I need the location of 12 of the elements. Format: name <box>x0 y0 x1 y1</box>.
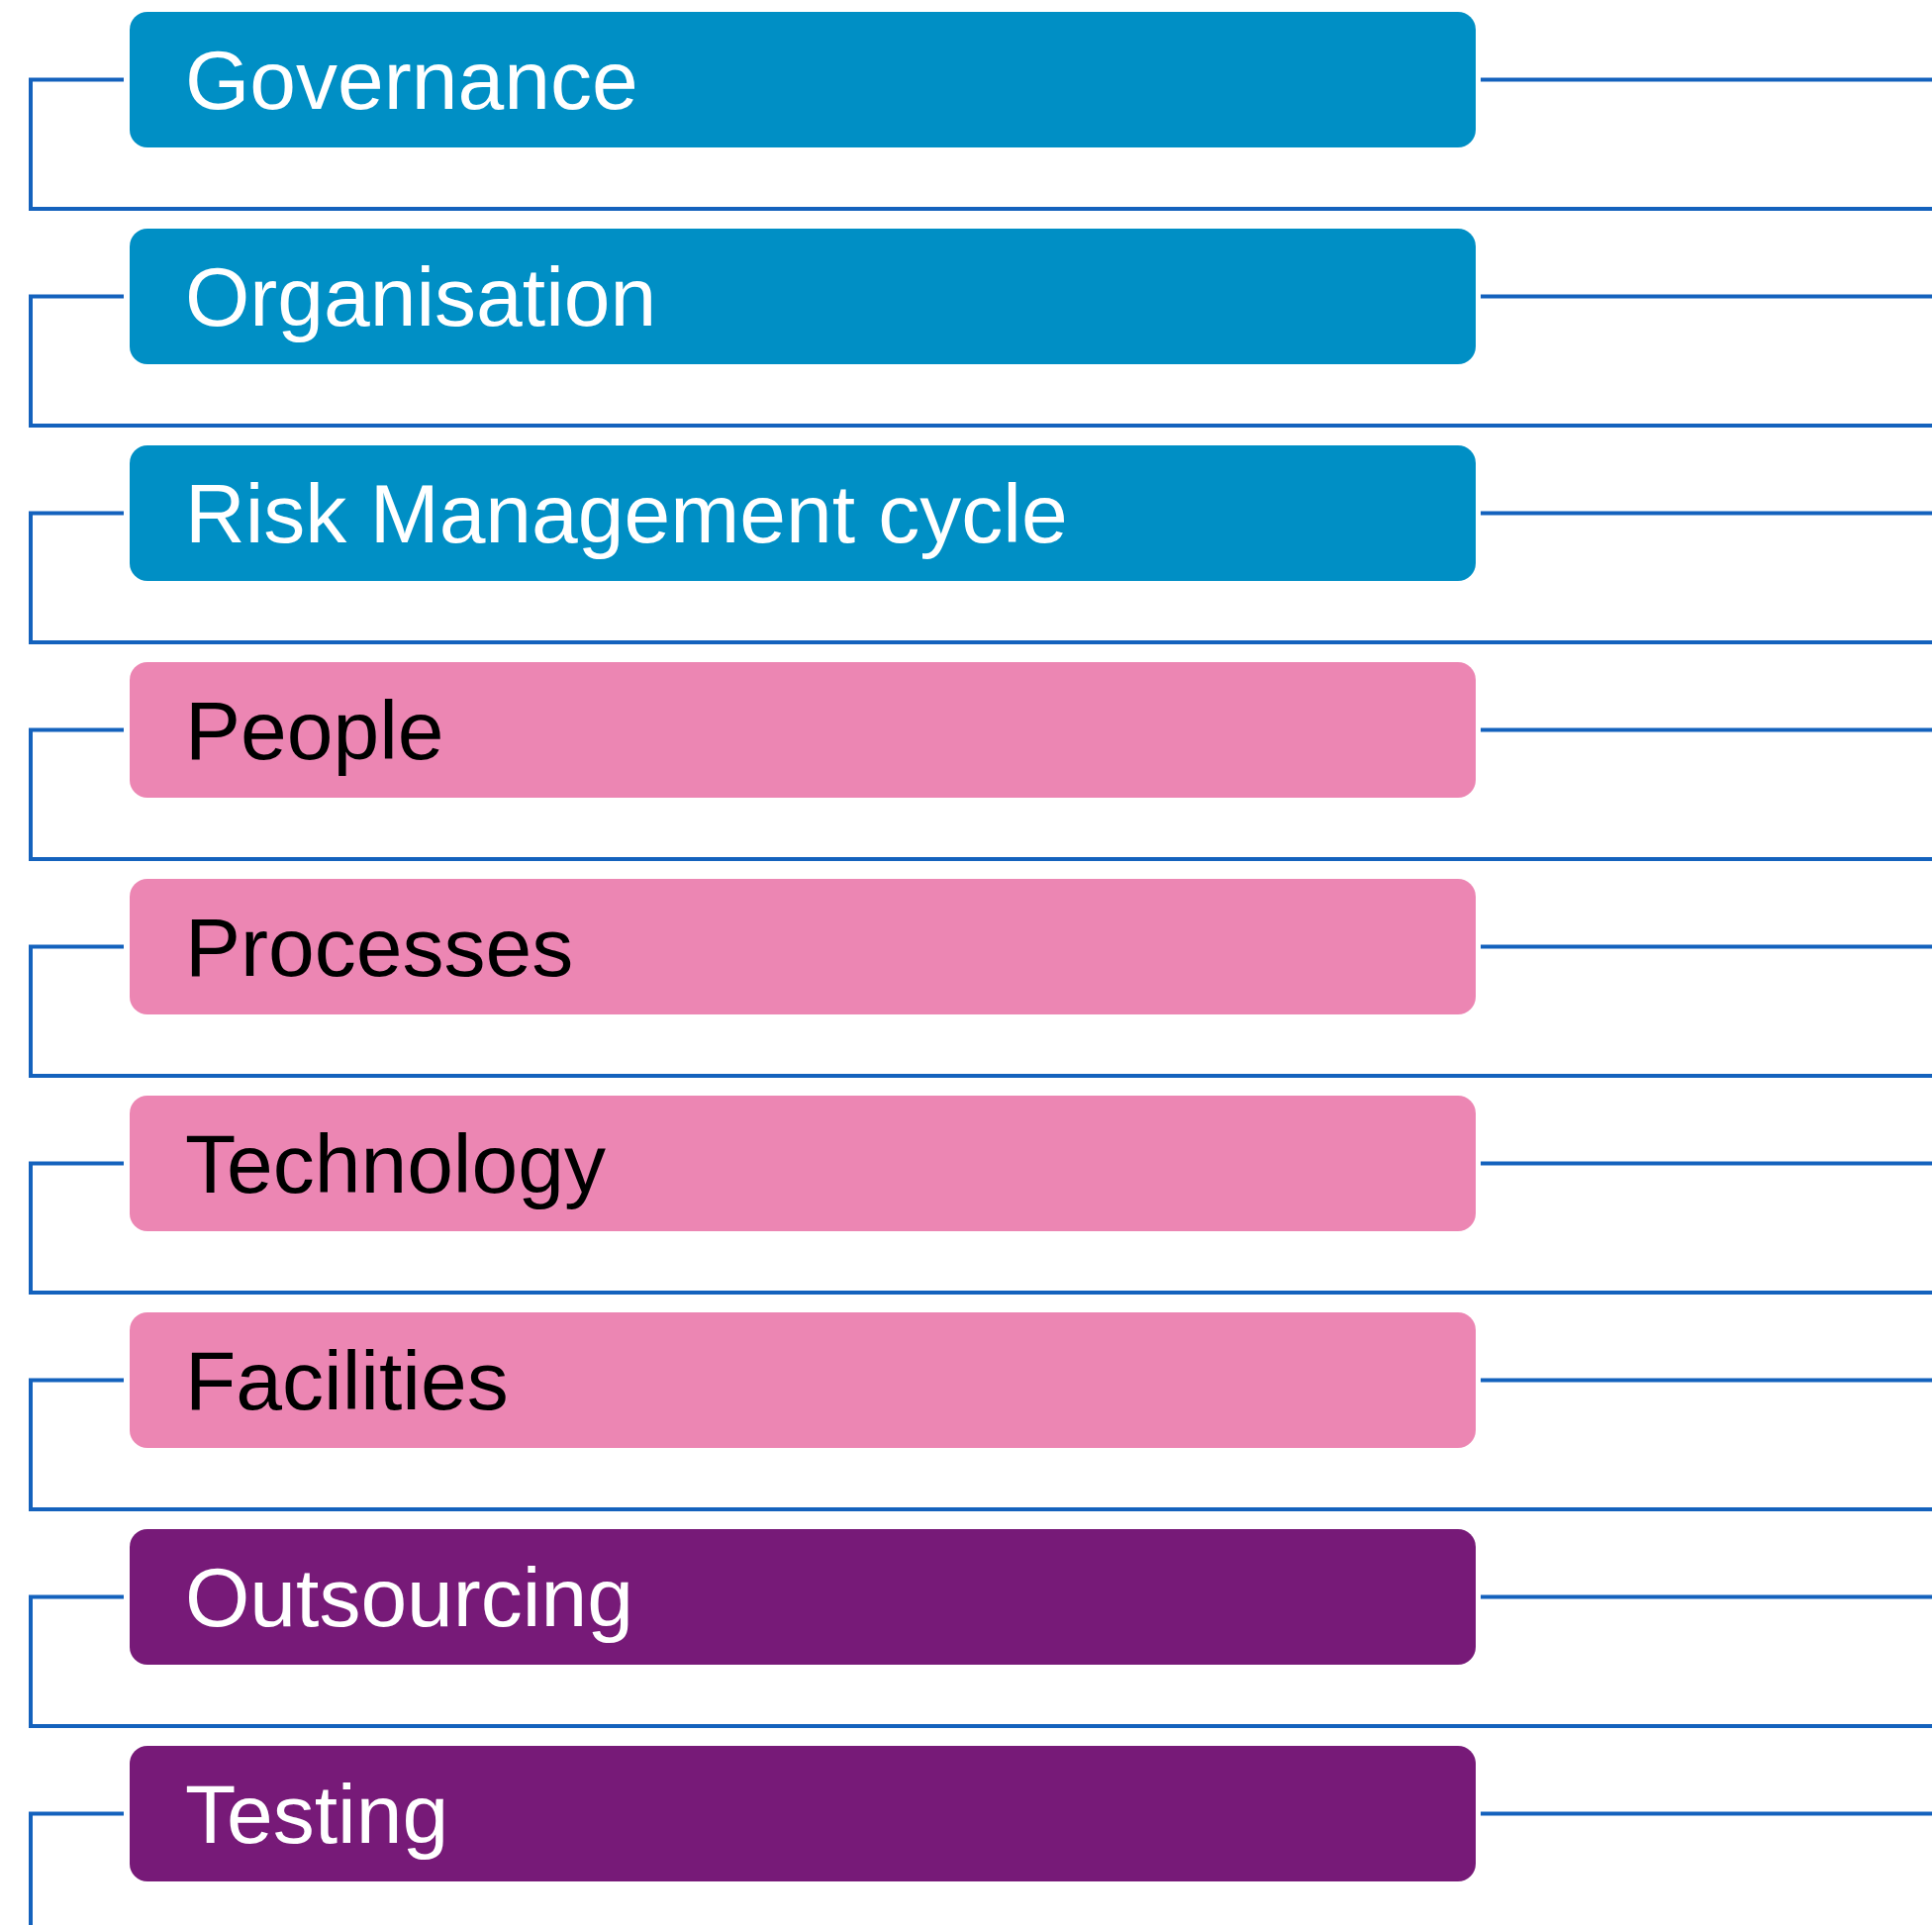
category-box <box>130 879 1476 1014</box>
category-label: Processes <box>185 905 574 989</box>
category-label: Governance <box>185 38 638 122</box>
category-box <box>130 229 1476 364</box>
category-box <box>130 12 1476 147</box>
category-box <box>130 1746 1476 1881</box>
category-box <box>130 1529 1476 1665</box>
category-box <box>130 1312 1476 1448</box>
category-box <box>130 662 1476 798</box>
category-box <box>130 1096 1476 1231</box>
category-label: Facilities <box>185 1338 509 1422</box>
category-box <box>130 445 1476 581</box>
